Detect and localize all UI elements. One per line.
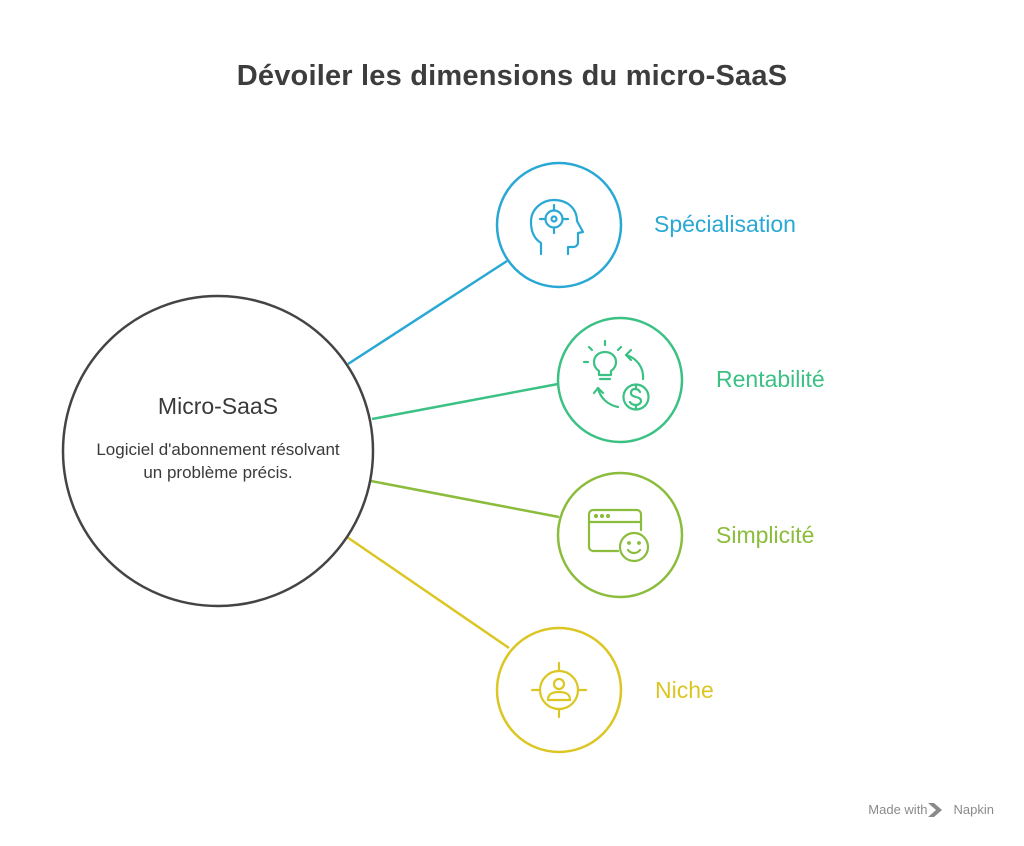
node-circle-rentabilite [556, 316, 684, 444]
watermark-brand: Napkin [953, 802, 994, 817]
idea-money-cycle-icon [582, 339, 650, 411]
connector-simplicite [370, 479, 560, 519]
watermark: Made with Napkin [868, 802, 994, 817]
node-circle-simplicite [556, 471, 684, 599]
connector-niche [346, 535, 510, 650]
watermark-prefix: Made with [868, 802, 928, 817]
label-niche: Niche [655, 677, 714, 703]
center-description: Logiciel d'abonnement résolvant un probl… [96, 440, 340, 482]
label-simplicite: Simplicité [716, 522, 815, 548]
center-title: Micro-SaaS [157, 393, 279, 419]
napkin-logo-icon [928, 803, 942, 817]
user-target-icon [530, 661, 588, 719]
connector-rentabilite [371, 382, 559, 421]
page-title: Dévoiler les dimensions du micro-SaaS [236, 60, 788, 92]
browser-smiley-icon [587, 508, 650, 563]
head-target-icon [529, 198, 585, 256]
label-specialisation: Spécialisation [654, 211, 796, 237]
connector-specialisation [347, 259, 508, 366]
label-rentabilite: Rentabilité [716, 366, 825, 392]
center-node-circle [61, 294, 375, 608]
